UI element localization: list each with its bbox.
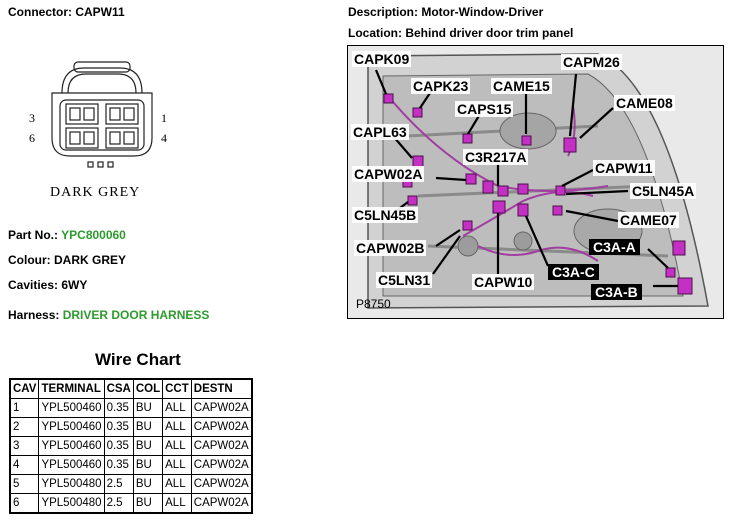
- cell-csa: 0.35: [103, 398, 134, 418]
- table-header-row: CAV TERMINAL CSA COL CCT DESTN: [9, 378, 253, 399]
- callout-came15: CAME15: [491, 78, 552, 94]
- pin-label-6: 6: [29, 131, 35, 145]
- wire-chart-title: Wire Chart: [95, 350, 181, 369]
- callout-c3r217a: C3R217A: [463, 149, 529, 165]
- cell-cct: ALL: [162, 417, 192, 437]
- wire-chart-table: CAV TERMINAL CSA COL CCT DESTN 1 YPL5004…: [9, 378, 253, 514]
- header-col: COL: [132, 378, 164, 399]
- header-cct: CCT: [162, 378, 192, 399]
- cell-terminal: YPL500480: [38, 493, 105, 514]
- connector-label: Connector:: [8, 5, 72, 19]
- pin-label-3: 3: [29, 111, 35, 125]
- colour-value: DARK GREY: [54, 253, 127, 267]
- cell-csa: 2.5: [103, 474, 134, 494]
- callout-came07: CAME07: [618, 212, 679, 228]
- pin-label-1: 1: [161, 111, 167, 125]
- colour-label: Colour:: [8, 253, 51, 267]
- callout-capw02b: CAPW02B: [354, 240, 427, 256]
- table-row: 5 YPL500480 2.5 BU ALL CAPW02A: [9, 474, 253, 494]
- cell-destn: CAPW02A: [190, 398, 253, 418]
- cell-cct: ALL: [162, 436, 192, 456]
- header-destn: DESTN: [190, 378, 253, 399]
- header-csa: CSA: [103, 378, 134, 399]
- description-label: Description:: [348, 5, 419, 19]
- cell-destn: CAPW02A: [190, 474, 253, 494]
- callout-caps15: CAPS15: [455, 101, 514, 117]
- pin-label-4: 4: [161, 131, 167, 145]
- cell-cav: 2: [9, 417, 40, 437]
- cavities-row: Cavities: 6WY: [8, 278, 87, 292]
- cell-terminal: YPL500480: [38, 474, 105, 494]
- callout-capk09: CAPK09: [352, 51, 412, 67]
- harness-label: Harness:: [8, 308, 60, 322]
- colour-row: Colour: DARK GREY: [8, 253, 126, 267]
- header-cav: CAV: [9, 378, 40, 399]
- cell-csa: 2.5: [103, 493, 134, 514]
- table-row: 2 YPL500460 0.35 BU ALL CAPW02A: [9, 417, 253, 437]
- callout-c5ln45b: C5LN45B: [352, 207, 419, 223]
- callout-c5ln31: C5LN31: [376, 272, 433, 288]
- cell-csa: 0.35: [103, 455, 134, 475]
- cell-cav: 6: [9, 493, 40, 514]
- figure-reference: P8750: [356, 297, 391, 311]
- callout-capw02a: CAPW02A: [352, 166, 425, 182]
- table-row: 1 YPL500460 0.35 BU ALL CAPW02A: [9, 398, 253, 418]
- cell-cct: ALL: [162, 493, 192, 514]
- cell-col: BU: [132, 474, 164, 494]
- location-label: Location:: [348, 26, 402, 40]
- table-row: 3 YPL500460 0.35 BU ALL CAPW02A: [9, 436, 253, 456]
- cell-destn: CAPW02A: [190, 493, 253, 514]
- callout-capm26: CAPM26: [561, 54, 622, 70]
- callout-capl63: CAPL63: [351, 124, 409, 140]
- cell-cct: ALL: [162, 398, 192, 418]
- location-heading: Location: Behind driver door trim panel: [348, 26, 573, 40]
- cell-terminal: YPL500460: [38, 455, 105, 475]
- cell-cav: 3: [9, 436, 40, 456]
- connector-face-drawing: [51, 61, 153, 168]
- cell-cav: 1: [9, 398, 40, 418]
- cell-col: BU: [132, 398, 164, 418]
- cavities-value: 6WY: [61, 278, 88, 292]
- callout-came08: CAME08: [614, 95, 675, 111]
- cell-col: BU: [132, 417, 164, 437]
- cell-cav: 5: [9, 474, 40, 494]
- harness-row: Harness: DRIVER DOOR HARNESS: [8, 308, 209, 322]
- callout-capk23: CAPK23: [411, 78, 471, 94]
- cell-terminal: YPL500460: [38, 417, 105, 437]
- cell-destn: CAPW02A: [190, 417, 253, 437]
- connector-colour-caption: DARK GREY: [50, 185, 141, 200]
- callout-c3a-a: C3A-A: [589, 239, 640, 255]
- cell-destn: CAPW02A: [190, 455, 253, 475]
- callout-c3a-c: C3A-C: [548, 264, 599, 280]
- cell-destn: CAPW02A: [190, 436, 253, 456]
- callout-c3a-b: C3A-B: [591, 284, 642, 300]
- cell-csa: 0.35: [103, 417, 134, 437]
- description-value: Motor-Window-Driver: [421, 5, 544, 19]
- callout-c5ln45a: C5LN45A: [630, 183, 697, 199]
- part-no-link[interactable]: YPC800060: [61, 228, 126, 242]
- cell-cav: 4: [9, 455, 40, 475]
- cell-cct: ALL: [162, 455, 192, 475]
- location-value: Behind driver door trim panel: [405, 26, 574, 40]
- cell-col: BU: [132, 493, 164, 514]
- callout-capw11: CAPW11: [593, 160, 655, 176]
- cavities-label: Cavities:: [8, 278, 59, 292]
- cell-col: BU: [132, 436, 164, 456]
- cell-terminal: YPL500460: [38, 398, 105, 418]
- cell-col: BU: [132, 455, 164, 475]
- cell-terminal: YPL500460: [38, 436, 105, 456]
- table-row: 4 YPL500460 0.35 BU ALL CAPW02A: [9, 455, 253, 475]
- callout-capw10: CAPW10: [472, 274, 535, 290]
- description-heading: Description: Motor-Window-Driver: [348, 5, 543, 19]
- location-diagram: CAPK09 CAPK23 CAME15 CAPM26 CAME08 CAPS1…: [347, 45, 724, 319]
- part-no-label: Part No.:: [8, 228, 59, 242]
- connector-value: CAPW11: [75, 5, 125, 19]
- harness-link[interactable]: DRIVER DOOR HARNESS: [62, 308, 210, 322]
- table-row: 6 YPL500480 2.5 BU ALL CAPW02A: [9, 493, 253, 514]
- header-terminal: TERMINAL: [38, 378, 105, 399]
- part-no-row: Part No.: YPC800060: [8, 228, 126, 242]
- connector-heading: Connector: CAPW11: [8, 5, 125, 19]
- cell-csa: 0.35: [103, 436, 134, 456]
- cell-cct: ALL: [162, 474, 192, 494]
